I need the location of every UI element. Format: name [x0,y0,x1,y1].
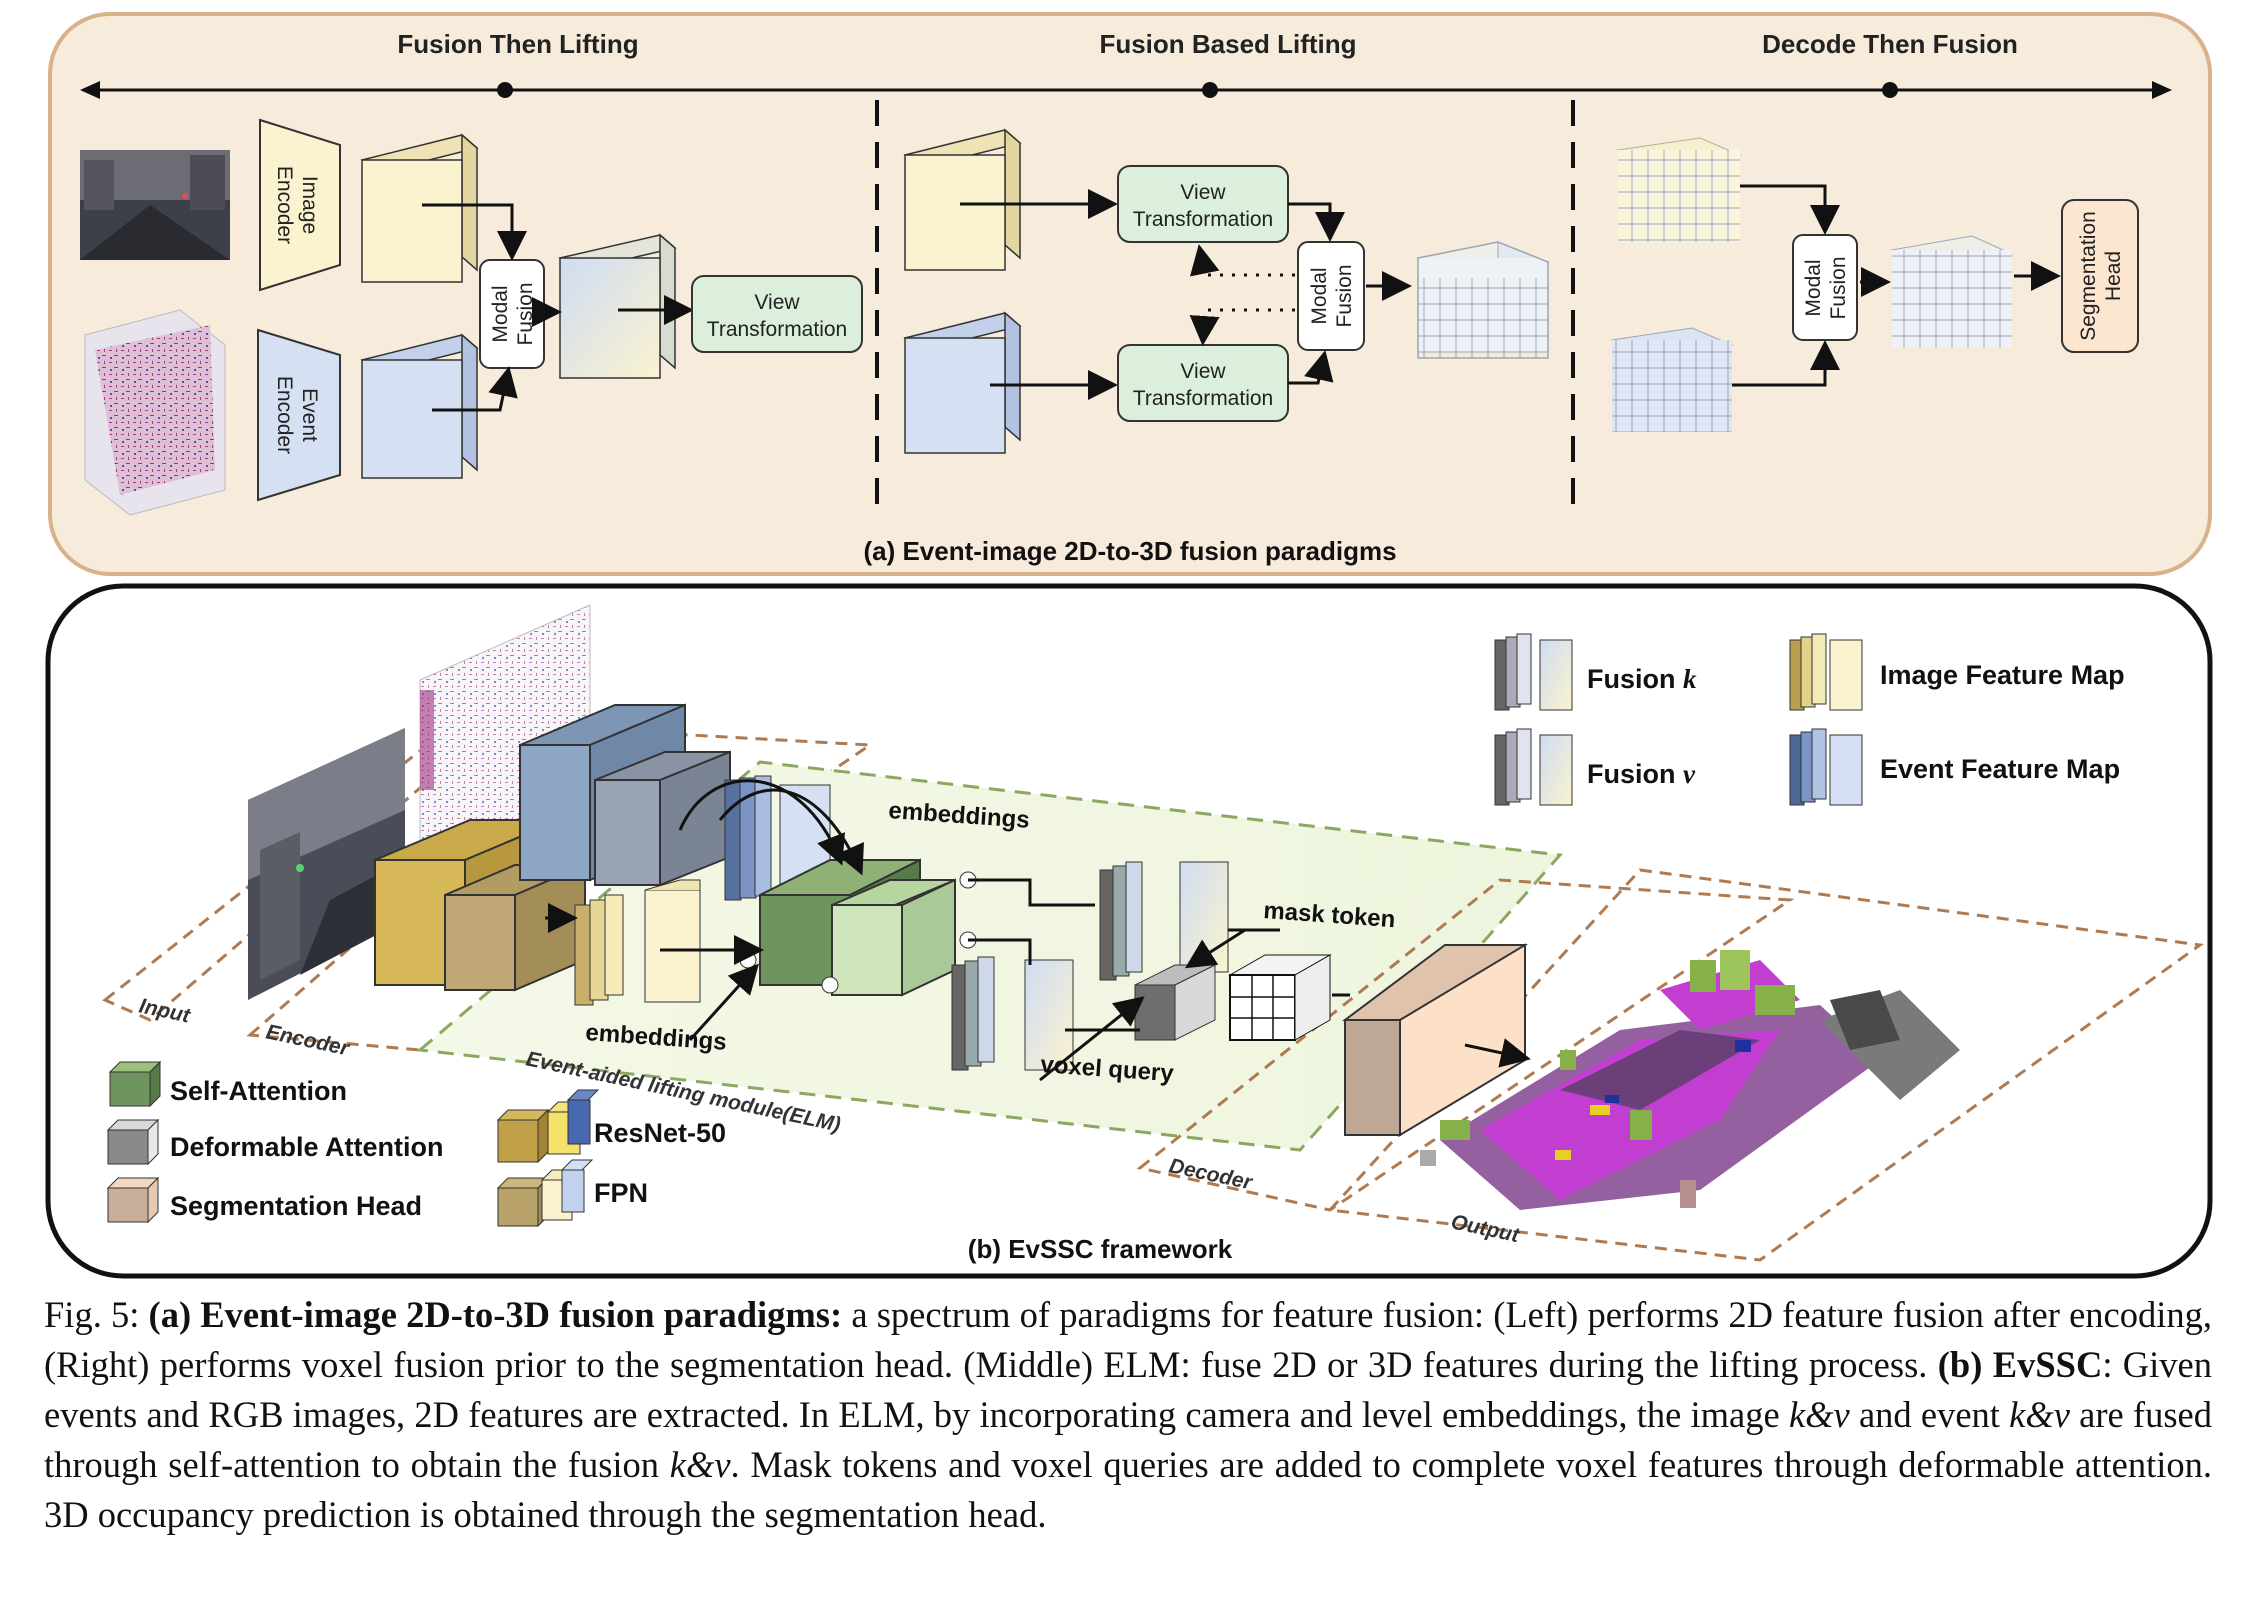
event-encoder-label: EventEncoder [273,376,321,454]
legend-image-feature-map: Image Feature Map [1789,633,2125,711]
caption-b-name: EvSSC [1992,1344,2103,1385]
caption-fig-label: Fig. 5: [44,1294,140,1335]
image-feature-map-a [360,133,479,283]
view-transformation-a-line1: View [754,291,800,314]
plus-node-3 [739,951,757,969]
fused-voxel-grid-b [1416,241,1550,359]
caption-kv-1: k&v [1788,1394,1850,1435]
legend-self-attention: Self-Attention [108,1060,347,1108]
plus-node-4 [821,976,839,994]
panel-a: Fusion Then Lifting Fusion Based Lifting… [48,12,2212,576]
svg-text:Fusion k: Fusion k [1587,664,1697,694]
caption-b-text-4: . Mask tokens and voxel queries are adde… [44,1444,2212,1535]
legend-fpn: FPN [496,1159,648,1228]
legend-image-feature-map-label: Image Feature Map [1880,660,2125,690]
spectrum-axis [80,81,2172,99]
stage-label-right: Decode Then Fusion [1762,29,2018,59]
modal-fusion-a-label: ModalFusion [489,282,537,345]
view-transformation-b1-line2: Transformation [1133,208,1273,231]
panel-a-frame [48,12,2212,576]
legend-fusion-k-label: Fusion [1587,664,1676,694]
legend-deformable-attention: Deformable Attention [106,1118,444,1166]
view-transformation-b1-line1: View [1180,181,1226,204]
view-transformation-a [691,275,863,353]
panel-b: Input Encoder Event-aided lifting module… [45,583,2213,1279]
panel-b-title: (b) EvSSC framework [968,1234,1233,1264]
caption-kv-3: k&v [669,1444,731,1485]
legend-fusion-v-label: Fusion [1587,759,1676,789]
caption-b-text-3: are fused through self-attention to obta… [44,1394,2212,1485]
segmentation-head-a [2061,199,2139,353]
legend-segmentation-head-label: Segmentation Head [170,1191,422,1221]
fused-feature-map-a [558,233,677,379]
caption-a-text: a spectrum of paradigms for feature fusi… [44,1294,2212,1385]
voxel-query-cube [1228,954,1332,1041]
modal-fusion-b-label: ModalFusion [1308,264,1356,327]
legend-self-attention-label: Self-Attention [170,1076,347,1106]
legend-fusion-k: Fusion k [1494,633,1697,711]
legend-fusion-v: Fusion v [1494,728,1696,806]
caption-b-label: (b) [1937,1344,1983,1385]
legend-fusion-v-symbol: v [1683,759,1696,789]
deformable-attention-block [1134,964,1216,1041]
svg-text:Fusion v: Fusion v [1587,759,1696,789]
event-cube-a [84,309,226,516]
event-feature-map-b [903,311,1022,454]
street-photo-b [248,728,405,1000]
region-output [1326,868,2204,1262]
region-decoder [1136,878,1795,1212]
caption-b-text-2: and event [1858,1394,2000,1435]
legend-fpn-label: FPN [594,1178,648,1208]
event-encoder-block [257,328,341,502]
caption-a-label: (a) Event-image 2D-to-3D fusion paradigm… [148,1294,843,1335]
event-encoder-block-small [594,750,731,887]
modal-fusion-c-label: ModalFusion [1802,256,1850,319]
legend-segmentation-head: Segmentation Head [106,1176,422,1224]
view-transformation-b2-line2: Transformation [1133,387,1273,410]
event-feature-map-a [360,333,479,479]
self-attention-block-2 [831,878,956,997]
fusion-v-stack [951,956,1074,1071]
legend-resnet50: ResNet-50 [496,1089,726,1164]
modal-fusion-b [1297,241,1365,351]
image-feature-map-b [903,128,1022,271]
event-voxel-grid-c [1610,327,1734,432]
segmentation-head-a-label: SegmentationHead [2077,211,2125,341]
legend-event-feature-map-label: Event Feature Map [1880,754,2120,784]
figure-caption: Fig. 5: (a) Event-image 2D-to-3D fusion … [44,1290,2212,1540]
legend-fusion-k-symbol: k [1683,664,1697,694]
image-voxel-grid-c [1616,137,1742,242]
street-photo-a [80,150,230,260]
image-encoder-label: ImageEncoder [273,166,321,244]
stage-label-left: Fusion Then Lifting [397,29,638,59]
stage-label-middle: Fusion Based Lifting [1099,29,1356,59]
fused-voxel-grid-c [1890,235,2014,348]
view-transformation-a-line2: Transformation [707,318,847,341]
image-encoder-block [259,118,341,292]
view-transformation-b2-line1: View [1180,360,1226,383]
legend-deformable-attention-label: Deformable Attention [170,1132,444,1162]
legend-resnet50-label: ResNet-50 [594,1118,726,1148]
panel-a-title: (a) Event-image 2D-to-3D fusion paradigm… [863,536,1396,566]
image-feature-stack-b [574,879,701,1006]
figure-canvas: Fusion Then Lifting Fusion Based Lifting… [45,12,2213,1279]
caption-kv-2: k&v [2009,1394,2070,1435]
caption-b-text-1: : Given events and RGB images, 2D featur… [44,1344,2213,1435]
output-voxel-scene [1420,950,1960,1210]
legend-event-feature-map: Event Feature Map [1789,728,2120,806]
